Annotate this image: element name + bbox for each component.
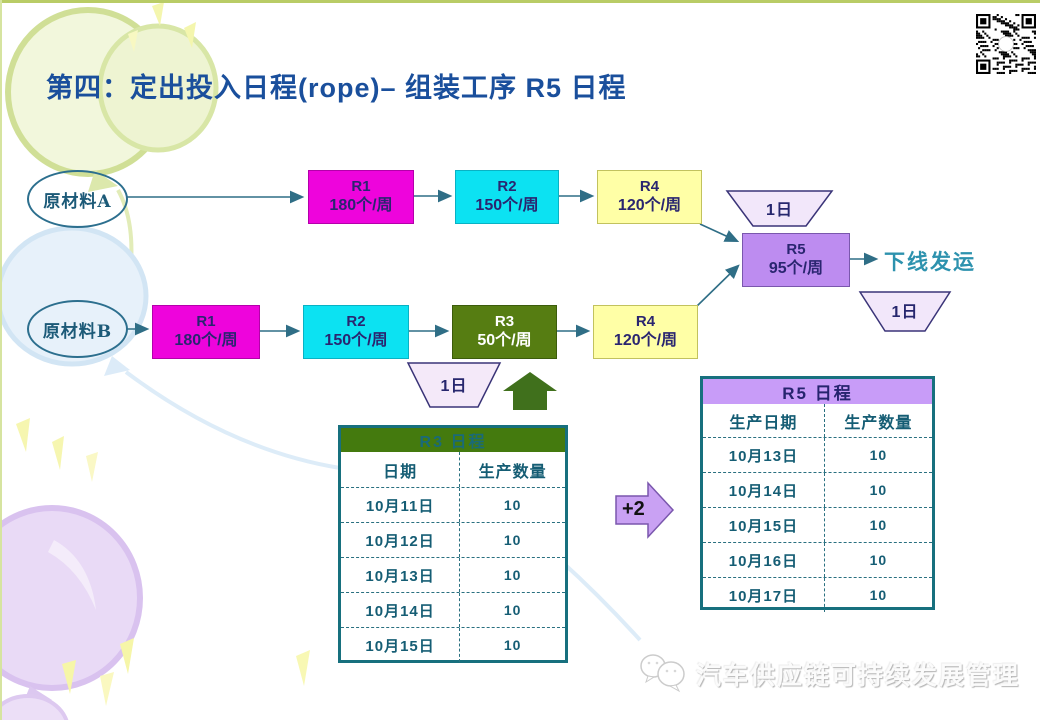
- table-cell: 10月13日: [728, 447, 799, 465]
- wechat-logo-icon: [640, 654, 685, 693]
- table-row: 10月16日 10: [703, 542, 932, 577]
- process-rate: 150个/周: [324, 332, 388, 350]
- process-box-b-r3: R3 50个/周: [452, 305, 557, 359]
- table-cell: 10月15日: [728, 517, 799, 535]
- process-rate: 50个/周: [477, 332, 532, 350]
- r5-table-title: R5 日程: [703, 379, 932, 404]
- table-cell: 10: [459, 558, 565, 592]
- process-rate: 120个/周: [617, 197, 682, 215]
- table-row: 10月13日 10: [703, 437, 932, 472]
- table-cell: 10月14日: [728, 482, 799, 500]
- source-ellipse-a: 原材料A: [27, 170, 128, 228]
- process-box-b-r2: R2 150个/周: [303, 305, 409, 359]
- table-cell: 10: [459, 628, 565, 662]
- table-cell: 10: [823, 578, 932, 612]
- table-cell: 10: [459, 488, 565, 522]
- table-row: 10月11日 10: [341, 487, 565, 522]
- process-id: R5: [786, 241, 806, 259]
- table-row: 10月17日 10: [703, 577, 932, 612]
- process-box-a-r4: R4 120个/周: [597, 170, 702, 224]
- table-cell: 10: [459, 523, 565, 557]
- process-box-b-r4: R4 120个/周: [593, 305, 698, 359]
- buffer-label-assembly: 1日: [766, 202, 793, 219]
- offset-label: +2: [622, 498, 645, 520]
- r3-table-header-row: 日期 生产数量: [341, 452, 565, 487]
- process-rate: 120个/周: [613, 332, 678, 350]
- process-box-b-r1: R1 180个/周: [152, 305, 260, 359]
- table-cell: 10月13日: [365, 567, 435, 585]
- column-header: 生产数量: [823, 404, 932, 437]
- table-cell: 10月16日: [728, 552, 799, 570]
- process-id: R2: [497, 178, 517, 196]
- process-box-r5: R5 95个/周: [742, 233, 850, 287]
- table-cell: 10月15日: [365, 637, 435, 655]
- table-cell: 10: [823, 473, 932, 507]
- table-cell: 10月11日: [365, 497, 435, 515]
- table-row: 10月14日 10: [703, 472, 932, 507]
- process-id: R4: [635, 313, 656, 331]
- r3-table-title: R3 日程: [341, 428, 565, 452]
- process-rate: 150个/周: [475, 197, 539, 215]
- process-rate: 95个/周: [768, 260, 824, 278]
- table-row: 10月13日 10: [341, 557, 565, 592]
- column-header: 生产日期: [729, 414, 798, 432]
- source-ellipse-b: 原材料B: [27, 300, 128, 358]
- table-cell: 10: [459, 593, 565, 627]
- buffer-label-r3: 1日: [440, 378, 468, 395]
- table-row: 10月15日 10: [703, 507, 932, 542]
- process-box-a-r2: R2 150个/周: [455, 170, 559, 224]
- watermark: 汽车供应链可持续发展管理: [638, 650, 1020, 698]
- process-id: R1: [196, 313, 216, 331]
- r5-table-header-row: 生产日期 生产数量: [703, 404, 932, 437]
- slide-top-border: [0, 0, 1040, 3]
- watermark-text: 汽车供应链可持续发展管理: [696, 662, 1021, 690]
- table-row: 10月15日 10: [341, 627, 565, 662]
- table-row: 10月12日 10: [341, 522, 565, 557]
- table-row: 10月14日 10: [341, 592, 565, 627]
- table-cell: 10: [823, 438, 932, 472]
- ship-label: 下线发运: [884, 251, 976, 274]
- process-id: R4: [639, 178, 660, 196]
- table-cell: 10: [823, 508, 932, 542]
- slide-left-border: [0, 0, 2, 720]
- table-cell: 10月17日: [728, 587, 799, 605]
- qr-code: [976, 14, 1036, 74]
- table-cell: 10月12日: [365, 532, 435, 550]
- page-title: 第四：定出投入日程(rope)– 组装工序 R5 日程: [46, 73, 627, 103]
- process-rate: 180个/周: [329, 197, 393, 215]
- process-id: R2: [346, 313, 366, 331]
- up-arrow-icon: [503, 372, 557, 410]
- column-header: 生产数量: [459, 452, 565, 487]
- table-cell: 10: [823, 543, 932, 577]
- process-rate: 180个/周: [174, 332, 238, 350]
- process-id: R3: [494, 313, 515, 331]
- process-id: R1: [351, 178, 371, 196]
- process-box-a-r1: R1 180个/周: [308, 170, 414, 224]
- buffer-label-ship: 1日: [891, 304, 919, 321]
- column-header: 日期: [383, 463, 418, 481]
- table-cell: 10月14日: [365, 602, 435, 620]
